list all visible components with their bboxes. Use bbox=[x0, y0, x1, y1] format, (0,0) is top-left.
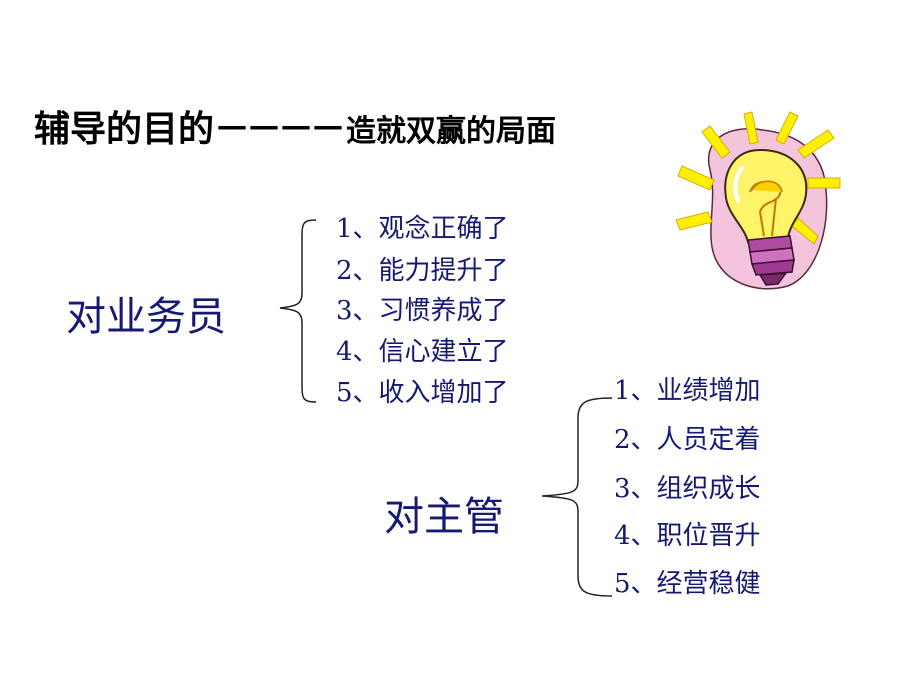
title-subtitle: 造就双赢的局面 bbox=[346, 114, 557, 149]
list-item: 4、信心建立了 bbox=[336, 337, 509, 367]
list-item: 5、经营稳健 bbox=[614, 569, 761, 599]
list-item: 2、人员定着 bbox=[614, 425, 761, 455]
list-item: 1、业绩增加 bbox=[614, 376, 761, 406]
bulb-rays bbox=[675, 111, 841, 245]
title-main: 辅导的目的 bbox=[34, 109, 215, 150]
slide-title: 辅导的目的－－－－造就双赢的局面 bbox=[34, 100, 556, 152]
bulb-base bbox=[747, 235, 795, 286]
list-item: 2、能力提升了 bbox=[336, 256, 509, 286]
list-item: 1、观念正确了 bbox=[336, 214, 509, 244]
supervisor-label: 对主管 bbox=[384, 494, 504, 540]
lightbulb-icon bbox=[675, 111, 841, 290]
salesperson-brace bbox=[279, 219, 317, 403]
list-item: 4、职位晋升 bbox=[614, 521, 761, 551]
list-item: 3、习惯养成了 bbox=[336, 296, 509, 326]
list-item: 3、组织成长 bbox=[614, 474, 761, 504]
supervisor-brace bbox=[541, 397, 613, 597]
salesperson-label: 对业务员 bbox=[66, 294, 226, 340]
list-item: 5、收入增加了 bbox=[336, 378, 509, 408]
title-dash: －－－－ bbox=[214, 109, 346, 150]
